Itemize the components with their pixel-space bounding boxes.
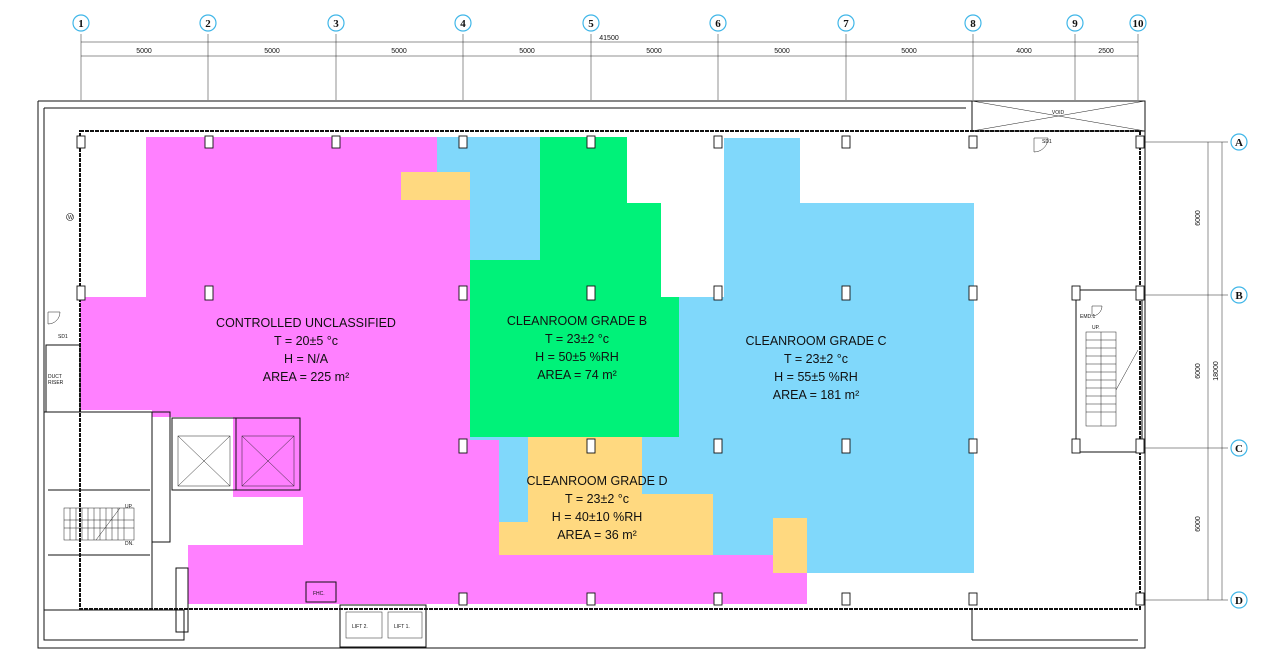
- zone-grade-c-temp: T = 23±2 °c: [784, 352, 848, 366]
- zone-grade-d-small: [401, 172, 470, 200]
- zone-controlled-temp: T = 20±5 °c: [274, 334, 338, 348]
- svg-text:3: 3: [333, 18, 339, 30]
- zone-grade-b: [470, 137, 679, 437]
- svg-text:9: 9: [1072, 18, 1078, 30]
- zone-fills: [80, 137, 974, 604]
- svg-text:5: 5: [588, 18, 594, 30]
- zone-controlled-unclassified: [80, 137, 807, 604]
- column-grid-bubbles: 1 2 3 4 5 6 7 8 9 10: [72, 14, 1147, 32]
- left-stair-treads: [64, 507, 134, 541]
- plan-annotations: VOID SD1 SD1 DUCT RISER EMD.1 UP. UP. DN…: [48, 110, 1100, 630]
- zone-grade-d: [499, 437, 713, 555]
- svg-text:8: 8: [970, 18, 976, 30]
- up-label-left: UP.: [125, 504, 133, 510]
- grid-bubble-col-10: 10: [1129, 14, 1147, 32]
- svg-text:2: 2: [205, 18, 211, 30]
- duct-riser-label-2: RISER: [48, 380, 64, 386]
- zone-label-grade-c: CLEANROOM GRADE C T = 23±2 °c H = 55±5 %…: [746, 334, 887, 402]
- span-dim-4: 5000: [519, 48, 535, 55]
- zone-controlled-humidity: H = N/A: [284, 352, 329, 366]
- zone-grade-b-temp: T = 23±2 °c: [545, 332, 609, 346]
- svg-text:C: C: [1235, 443, 1243, 455]
- svg-text:7: 7: [843, 18, 849, 30]
- span-dim-1: 5000: [136, 48, 152, 55]
- grid-bubble-col-7: 7: [837, 14, 855, 32]
- row-grid-bubbles: A B C D: [1230, 133, 1248, 609]
- grid-bubble-row-d: D: [1230, 591, 1248, 609]
- row-dim-2: 6000: [1195, 363, 1202, 379]
- right-stair-treads: [1086, 332, 1139, 426]
- overall-width-dim: 41500: [599, 35, 619, 42]
- svg-text:1: 1: [78, 18, 84, 30]
- grid-bubble-row-c: C: [1230, 439, 1248, 457]
- overall-depth-dim: 18000: [1213, 361, 1220, 381]
- grid-bubble-row-b: B: [1230, 286, 1248, 304]
- svg-text:6: 6: [715, 18, 721, 30]
- svg-text:D: D: [1235, 595, 1243, 607]
- span-dim-3: 5000: [391, 48, 407, 55]
- zone-grade-d-small-2: [773, 518, 807, 573]
- svg-text:B: B: [1235, 290, 1243, 302]
- zone-grade-c-lower: [470, 437, 528, 522]
- zone-grade-d-humidity: H = 40±10 %RH: [552, 510, 643, 524]
- zone-grade-b-area: AREA = 74 m²: [537, 368, 617, 382]
- grid-bubble-col-5: 5: [582, 14, 600, 32]
- sd1-label-a: SD1: [1042, 139, 1052, 145]
- zone-grade-c: [642, 138, 974, 573]
- w-label: W: [68, 215, 73, 221]
- zone-grade-b-title: CLEANROOM GRADE B: [507, 314, 647, 328]
- span-dim-7: 5000: [901, 48, 917, 55]
- right-dimensions: 6000 6000 6000 18000: [1145, 141, 1228, 601]
- w-marker: [66, 213, 74, 221]
- zone-controlled-area: AREA = 225 m²: [263, 370, 350, 384]
- building-walls: [37, 100, 1146, 649]
- span-dim-6: 5000: [774, 48, 790, 55]
- zone-grade-c-area: AREA = 181 m²: [773, 388, 860, 402]
- grid-bubble-col-9: 9: [1066, 14, 1084, 32]
- grid-bubble-col-2: 2: [199, 14, 217, 32]
- zone-grade-c-title: CLEANROOM GRADE C: [746, 334, 887, 348]
- dn-label-left: DN.: [125, 541, 134, 547]
- grid-bubble-row-a: A: [1230, 133, 1248, 151]
- grid-bubble-col-1: 1: [72, 14, 90, 32]
- sd1-label-b: SD1: [58, 334, 68, 340]
- zone-controlled-title: CONTROLLED UNCLASSIFIED: [216, 316, 396, 330]
- fhc-label: FHC.: [313, 591, 325, 597]
- svg-text:4: 4: [460, 18, 466, 30]
- emd-label: EMD.1: [1080, 314, 1096, 320]
- span-dim-8: 4000: [1016, 48, 1032, 55]
- span-dim-9: 2500: [1098, 48, 1114, 55]
- zone-label-grade-d: CLEANROOM GRADE D T = 23±2 °c H = 40±10 …: [527, 474, 668, 542]
- zone-grade-b-humidity: H = 50±5 %RH: [535, 350, 619, 364]
- top-dimensions: 41500 5000 5000 5000 5000 5000 5000 5000…: [80, 34, 1139, 100]
- zone-grade-c-humidity: H = 55±5 %RH: [774, 370, 858, 384]
- row-dim-1: 6000: [1195, 210, 1202, 226]
- row-dim-3: 6000: [1195, 516, 1202, 532]
- structural-columns: [76, 135, 1145, 606]
- grid-bubble-col-6: 6: [709, 14, 727, 32]
- span-dim-2: 5000: [264, 48, 280, 55]
- zone-grade-d-title: CLEANROOM GRADE D: [527, 474, 668, 488]
- grid-bubble-col-3: 3: [327, 14, 345, 32]
- zone-grade-c-upper: [437, 137, 540, 260]
- lift-1-label: LIFT 1.: [394, 624, 410, 630]
- zone-grade-d-temp: T = 23±2 °c: [565, 492, 629, 506]
- svg-text:A: A: [1235, 137, 1243, 149]
- zone-label-controlled: CONTROLLED UNCLASSIFIED T = 20±5 °c H = …: [216, 316, 396, 384]
- lift-2-label: LIFT 2.: [352, 624, 368, 630]
- void-label: VOID: [1052, 110, 1065, 116]
- duct-riser-label-1: DUCT: [48, 374, 62, 380]
- zone-label-grade-b: CLEANROOM GRADE B T = 23±2 °c H = 50±5 %…: [507, 314, 647, 382]
- span-dim-5: 5000: [646, 48, 662, 55]
- grid-bubble-col-4: 4: [454, 14, 472, 32]
- svg-text:10: 10: [1133, 18, 1145, 30]
- grid-bubble-col-8: 8: [964, 14, 982, 32]
- up-label-right: UP.: [1092, 325, 1100, 331]
- zone-grade-d-area: AREA = 36 m²: [557, 528, 637, 542]
